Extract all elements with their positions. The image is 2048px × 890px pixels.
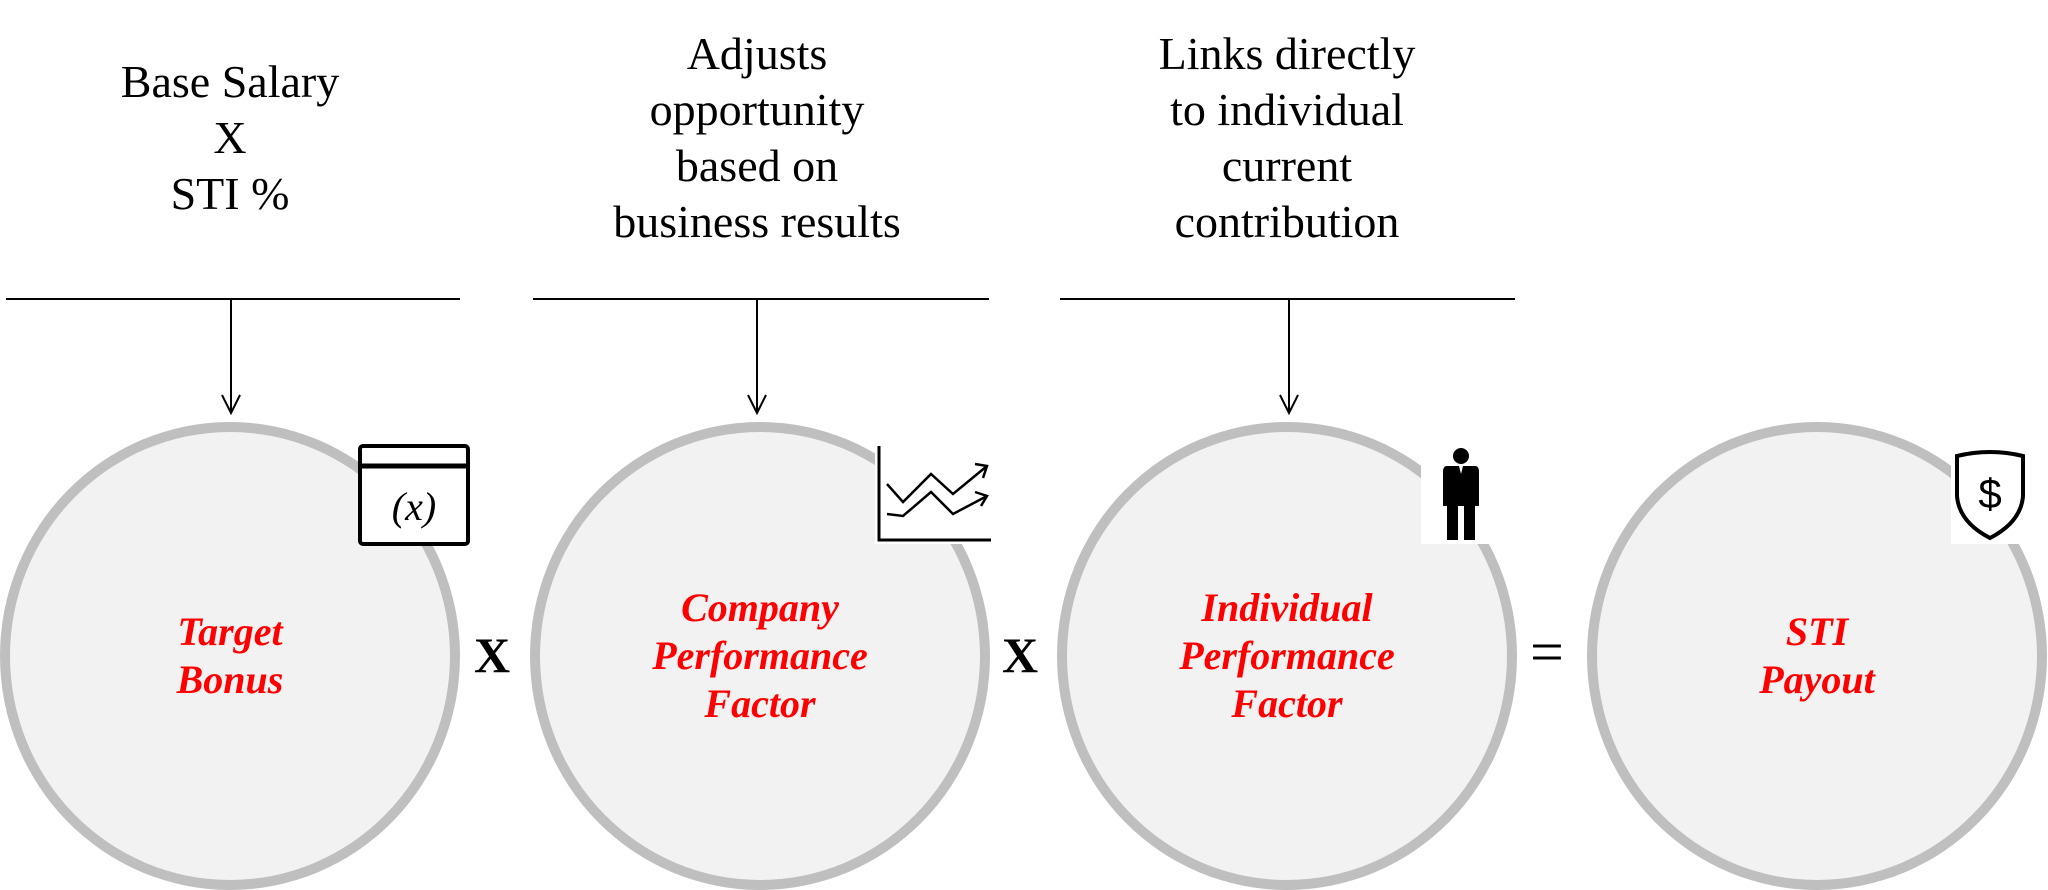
sti-payout-label: STI Payout xyxy=(1759,609,1875,702)
company-performance-label: Company Performance Factor xyxy=(652,585,868,726)
description-target-bonus: Base Salary X STI % xyxy=(120,56,340,219)
divider-line xyxy=(6,298,460,300)
multiply-operator: X xyxy=(474,627,511,683)
divider-line xyxy=(1060,298,1515,300)
divider-line xyxy=(533,298,989,300)
svg-text:(x): (x) xyxy=(392,484,436,529)
down-arrow xyxy=(221,299,241,415)
target-bonus-label: Target Bonus xyxy=(176,609,284,702)
svg-text:$: $ xyxy=(1978,470,2001,517)
equals-operator: = xyxy=(1530,619,1564,685)
down-arrow xyxy=(747,299,767,415)
person-icon xyxy=(1421,444,1501,544)
individual-performance-label: Individual Performance Factor xyxy=(1179,585,1395,726)
line-chart-icon xyxy=(875,444,993,544)
description-individual-performance: Links directly to individual current con… xyxy=(1158,28,1416,247)
formula-icon: (x) xyxy=(358,444,470,546)
shield-dollar-icon: $ xyxy=(1951,450,2029,544)
multiply-operator: X xyxy=(1002,627,1039,683)
down-arrow xyxy=(1279,299,1299,415)
description-company-performance: Adjusts opportunity based on business re… xyxy=(613,28,901,247)
individual-performance-circle: Individual Performance Factor xyxy=(1057,422,1517,890)
